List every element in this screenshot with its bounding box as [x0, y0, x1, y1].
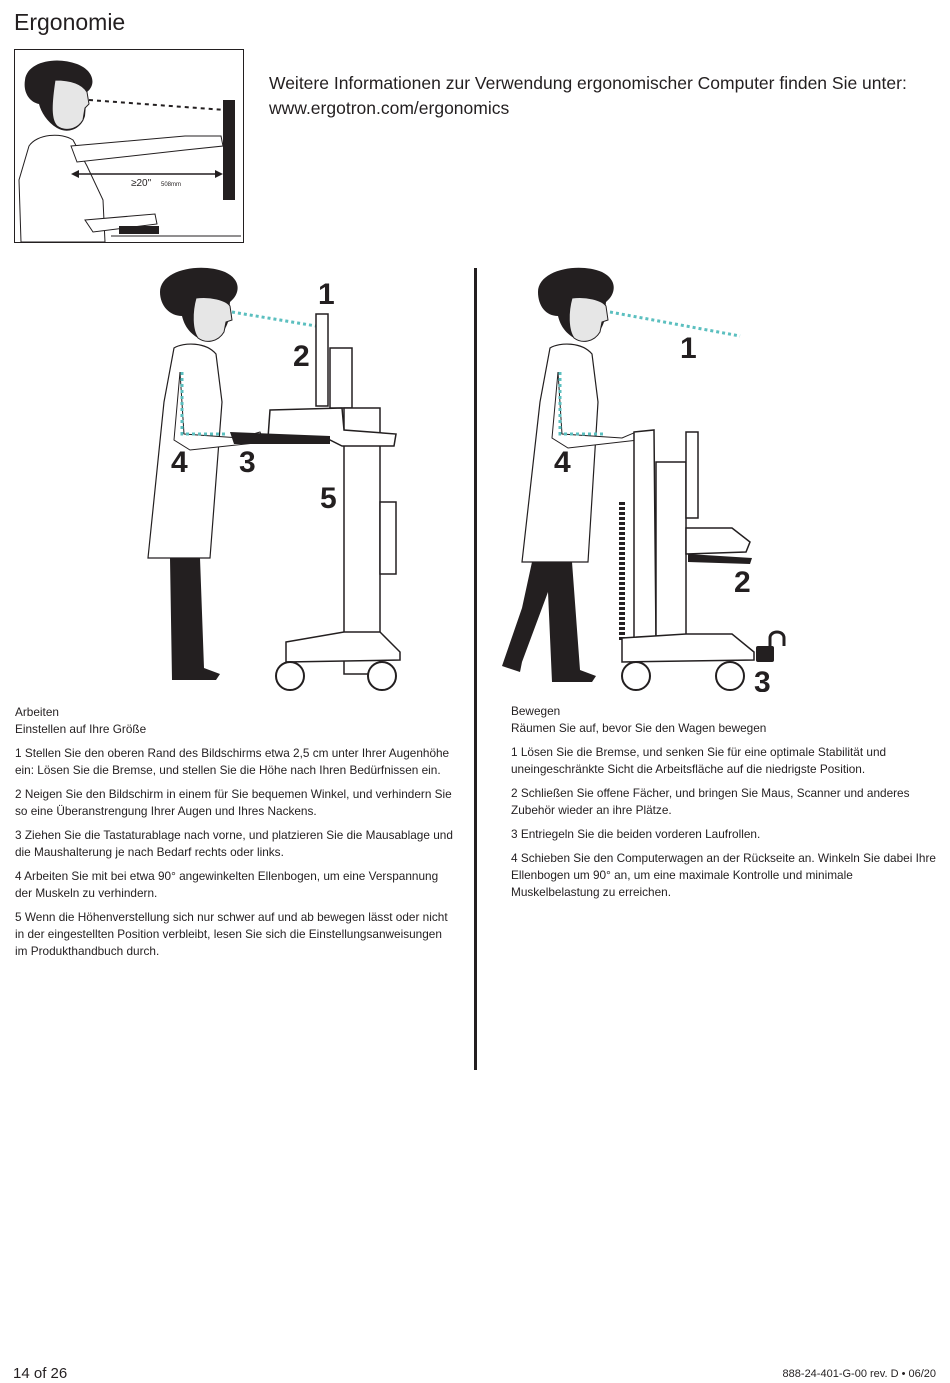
moving-cart-illustration: 1 2 3 4	[502, 267, 786, 699]
intro-ergonomics-figure: ≥20" 508mm	[14, 49, 244, 243]
working-instructions: Arbeiten Einstellen auf Ihre Größe 1 Ste…	[15, 704, 455, 967]
document-id: 888-24-401-G-00 rev. D • 06/20	[782, 1368, 936, 1380]
callout-3: 3	[239, 446, 256, 479]
section-subheading: Räumen Sie auf, bevor Sie den Wagen bewe…	[511, 721, 767, 735]
distance-label: ≥20"	[131, 178, 152, 189]
callout-4: 4	[554, 446, 571, 479]
section-subheading: Einstellen auf Ihre Größe	[15, 722, 147, 736]
instruction-step: 4 Schieben Sie den Computerwagen an der …	[511, 851, 936, 899]
moving-position-figure: 1 2 3 4	[492, 262, 792, 699]
instruction-step: 5 Wenn die Höhenverstellung sich nur sch…	[15, 910, 448, 958]
page-title: Ergonomie	[14, 9, 126, 35]
page-number: 14 of 26	[13, 1365, 68, 1382]
seated-user-illustration: ≥20" 508mm	[18, 60, 241, 242]
callout-2: 2	[734, 566, 751, 599]
unlock-icon	[756, 630, 786, 662]
section-heading: Arbeiten	[15, 705, 59, 719]
callout-4: 4	[171, 446, 188, 479]
instruction-step: 2 Schließen Sie offene Fächer, und bring…	[511, 786, 910, 817]
instruction-step: 1 Lösen Sie die Bremse, und senken Sie f…	[511, 745, 887, 776]
callout-2: 2	[293, 340, 310, 373]
working-position-figure: 1 2 3 4 5	[130, 262, 410, 697]
instruction-step: 2 Neigen Sie den Bildschirm in einem für…	[15, 787, 452, 818]
distance-metric-label: 508mm	[161, 182, 181, 188]
working-cart-illustration: 1 2 3 4 5	[147, 267, 401, 691]
intro-text: Weitere Informationen zur Verwendung erg…	[269, 73, 907, 118]
callout-1: 1	[680, 332, 697, 365]
callout-1: 1	[318, 278, 335, 311]
column-divider	[474, 268, 477, 1070]
instruction-step: 1 Stellen Sie den oberen Rand des Bildsc…	[15, 746, 450, 777]
moving-instructions: Bewegen Räumen Sie auf, bevor Sie den Wa…	[511, 703, 941, 908]
instruction-step: 4 Arbeiten Sie mit bei etwa 90° angewink…	[15, 869, 439, 900]
callout-3: 3	[754, 666, 771, 692]
instruction-step: 3 Entriegeln Sie die beiden vorderen Lau…	[511, 827, 761, 841]
instruction-step: 3 Ziehen Sie die Tastaturablage nach vor…	[15, 828, 453, 859]
section-heading: Bewegen	[511, 704, 561, 718]
callout-5: 5	[320, 482, 337, 515]
